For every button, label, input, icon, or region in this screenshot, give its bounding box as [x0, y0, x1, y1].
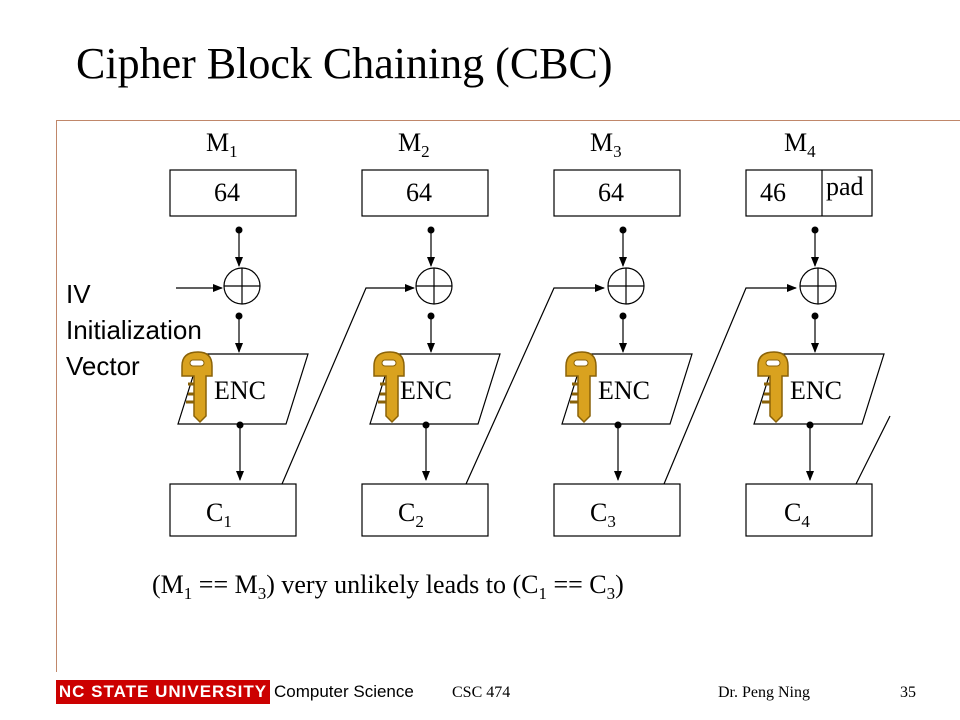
- c-label-4: C4: [784, 498, 810, 531]
- iv-label: IV Initialization Vector: [66, 276, 202, 384]
- department-label: Computer Science: [274, 682, 414, 701]
- block-size-4: 46: [760, 178, 786, 207]
- left-accent-line: [56, 120, 57, 672]
- chain-arrow-1: [281, 284, 415, 485]
- chain-arrow-3: [663, 284, 797, 485]
- plaintext-box-1: [169, 169, 297, 217]
- xor-icon: [223, 267, 261, 305]
- iv-label-line1: IV: [66, 279, 91, 309]
- enc-label-4: ENC: [790, 376, 842, 405]
- block-4: [745, 169, 885, 537]
- plaintext-box-2: [361, 169, 489, 217]
- xor-icon: [799, 267, 837, 305]
- xor-icon: [415, 267, 453, 305]
- block-size-2: 64: [406, 178, 432, 207]
- block-size-3: 64: [598, 178, 624, 207]
- plaintext-box-3: [553, 169, 681, 217]
- block-1: [169, 169, 309, 537]
- page-title: Cipher Block Chaining (CBC): [76, 39, 613, 88]
- enc-label-3: ENC: [598, 376, 650, 405]
- chain-arrow-2: [465, 284, 605, 485]
- course-label: CSC 474: [452, 684, 511, 701]
- chain-arrow-4: [855, 415, 891, 485]
- top-accent-line: [56, 120, 960, 121]
- m-label-1: M1: [206, 128, 238, 161]
- plaintext-box-4: [745, 169, 873, 217]
- enc-label-1: ENC: [214, 376, 266, 405]
- pad-label: pad: [826, 172, 864, 201]
- ciphertext-box-2: [361, 483, 489, 537]
- c-label-2: C2: [398, 498, 424, 531]
- enc-label-2: ENC: [400, 376, 452, 405]
- iv-label-line2: Initialization: [66, 315, 202, 345]
- xor-icon: [607, 267, 645, 305]
- block-3: [553, 169, 693, 537]
- m-label-3: M3: [590, 128, 622, 161]
- author-label: Dr. Peng Ning: [718, 684, 810, 701]
- ciphertext-box-1: [169, 483, 297, 537]
- c-label-1: C1: [206, 498, 232, 531]
- m-label-4: M4: [784, 128, 816, 161]
- block-size-1: 64: [214, 178, 240, 207]
- iv-label-line3: Vector: [66, 351, 140, 381]
- page-number: 35: [900, 684, 916, 701]
- c-label-3: C3: [590, 498, 616, 531]
- m-label-2: M2: [398, 128, 430, 161]
- block-2: [361, 169, 501, 537]
- university-logo: NC STATE UNIVERSITY: [56, 680, 270, 704]
- ciphertext-box-3: [553, 483, 681, 537]
- formula-caption: (M1 == M3) very unlikely leads to (C1 ==…: [152, 570, 624, 603]
- ciphertext-box-4: [745, 483, 873, 537]
